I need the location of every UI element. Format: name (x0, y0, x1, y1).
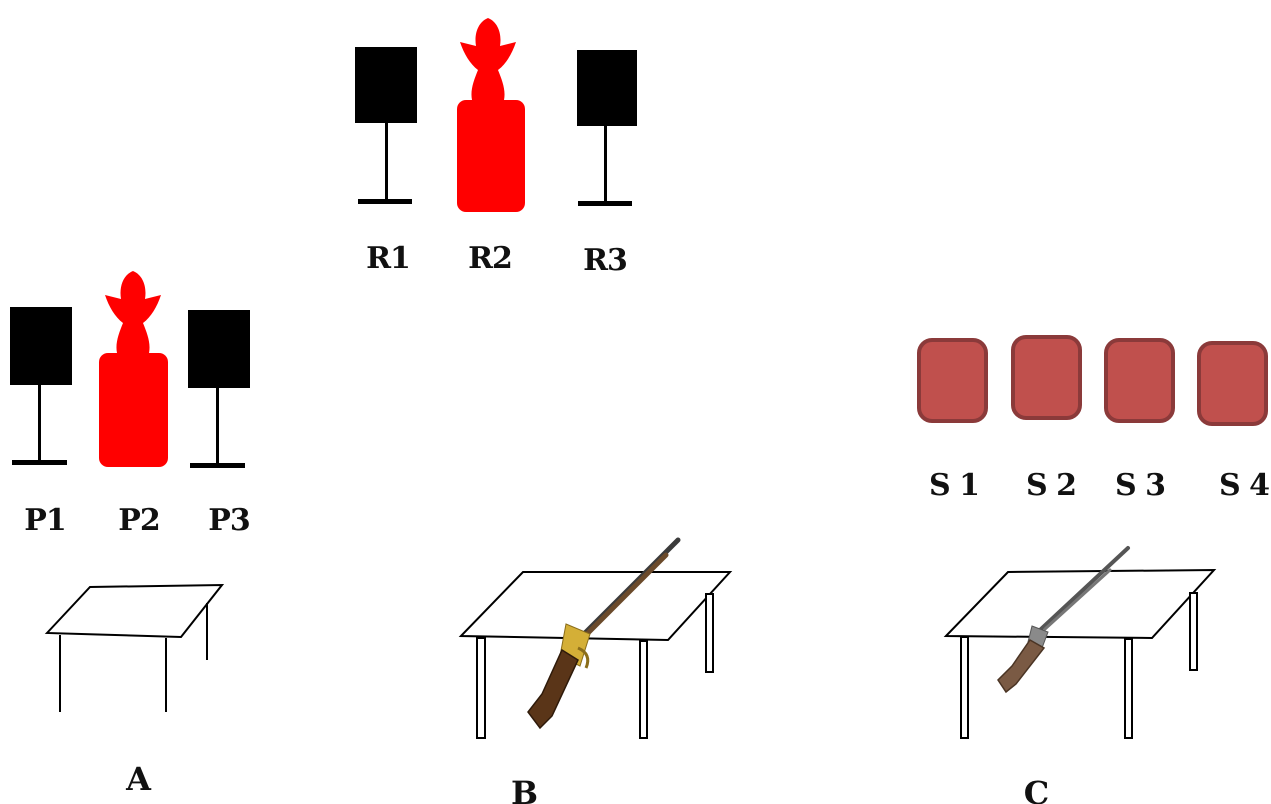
rifle-target-r2 (457, 18, 525, 212)
shotgun-target-label: S 4 (1219, 468, 1269, 503)
rifle-target-label: R2 (468, 241, 512, 276)
shotgun-target-s1 (919, 340, 986, 421)
shotgun-target-group: S 1 S 2 S 3 S 4 (919, 337, 1269, 503)
pistol-target-group: P1 P2 P3 (10, 271, 250, 538)
rifle-target-r1 (355, 47, 417, 204)
table-a (47, 585, 222, 712)
pistol-target-label: P3 (208, 503, 249, 538)
pistol-target-label: P2 (118, 503, 159, 538)
pistol-target-p1 (10, 307, 72, 465)
table-b (461, 572, 730, 738)
table-label-a: A (125, 760, 152, 798)
rifle-target-group: R1 R2 R3 (355, 18, 637, 278)
pistol-target-p2 (99, 271, 168, 467)
table-label-b: B (511, 774, 537, 804)
pistol-target-p3 (188, 310, 250, 468)
shotgun-target-s4 (1199, 343, 1266, 424)
shotgun-target-label: S 2 (1026, 468, 1076, 503)
rifle-target-label: R1 (366, 241, 410, 276)
pistol-target-label: P1 (24, 503, 65, 538)
rifle-target-label: R3 (583, 243, 627, 278)
table-label-c: C (1024, 774, 1048, 804)
rifle-target-r3 (577, 50, 637, 206)
shotgun-target-label: S 1 (929, 468, 979, 503)
shotgun-target-label: S 3 (1115, 468, 1165, 503)
shotgun-target-s2 (1013, 337, 1080, 418)
shotgun-target-s3 (1106, 340, 1173, 421)
